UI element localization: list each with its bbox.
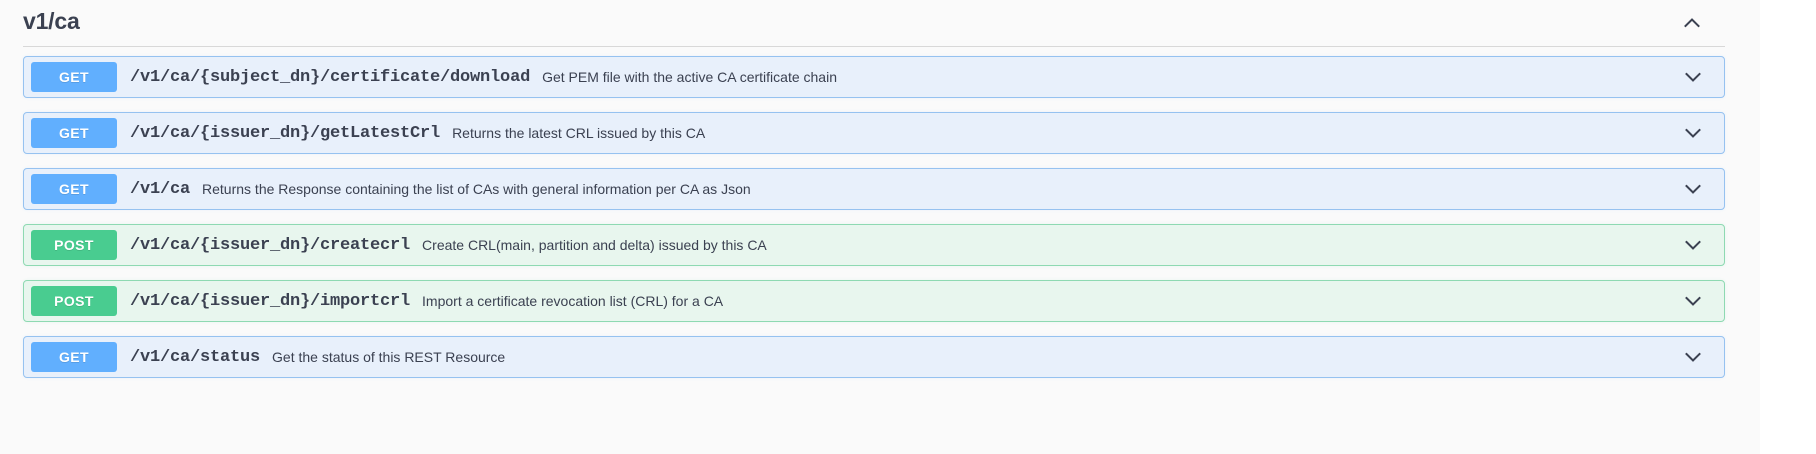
operation-description: Returns the latest CRL issued by this CA	[452, 125, 706, 141]
operation-description: Returns the Response containing the list…	[202, 181, 751, 197]
http-method-badge: GET	[31, 62, 117, 92]
operations-list: GET /v1/ca/{subject_dn}/certificate/down…	[23, 47, 1725, 378]
operation-path: /v1/ca/{issuer_dn}/importcrl	[130, 291, 411, 311]
operation-summary[interactable]: POST /v1/ca/{issuer_dn}/createcrl Create…	[24, 230, 1724, 260]
operation-summary[interactable]: POST /v1/ca/{issuer_dn}/importcrl Import…	[24, 286, 1724, 316]
operation-row-get-1[interactable]: GET /v1/ca/{issuer_dn}/getLatestCrl Retu…	[23, 112, 1725, 154]
chevron-down-icon[interactable]	[1682, 290, 1704, 312]
operation-summary[interactable]: GET /v1/ca/{subject_dn}/certificate/down…	[24, 62, 1724, 92]
http-method-badge: POST	[31, 286, 117, 316]
opblock-tag-section: v1/ca GET /v1/ca/{subject_dn}/certificat…	[23, 0, 1725, 392]
section-header-v1-ca[interactable]: v1/ca	[23, 0, 1725, 47]
operation-path: /v1/ca/{issuer_dn}/getLatestCrl	[130, 123, 441, 143]
operation-description: Create CRL(main, partition and delta) is…	[422, 237, 767, 253]
chevron-down-icon[interactable]	[1682, 178, 1704, 200]
chevron-down-icon[interactable]	[1682, 122, 1704, 144]
operation-summary[interactable]: GET /v1/ca/status Get the status of this…	[24, 342, 1724, 372]
operation-summary[interactable]: GET /v1/ca Returns the Response containi…	[24, 174, 1724, 204]
http-method-badge: GET	[31, 342, 117, 372]
operation-row-post-3[interactable]: POST /v1/ca/{issuer_dn}/createcrl Create…	[23, 224, 1725, 266]
operation-path: /v1/ca/status	[130, 347, 261, 367]
operation-path: /v1/ca/{subject_dn}/certificate/download	[130, 67, 531, 87]
chevron-down-icon[interactable]	[1682, 66, 1704, 88]
http-method-badge: GET	[31, 174, 117, 204]
http-method-badge: GET	[31, 118, 117, 148]
operation-path: /v1/ca/{issuer_dn}/createcrl	[130, 235, 411, 255]
operation-description: Get the status of this REST Resource	[272, 349, 506, 365]
chevron-up-icon[interactable]	[1681, 12, 1703, 34]
operation-description: Get PEM file with the active CA certific…	[542, 69, 837, 85]
operation-description: Import a certificate revocation list (CR…	[422, 293, 724, 309]
operation-row-get-2[interactable]: GET /v1/ca Returns the Response containi…	[23, 168, 1725, 210]
operation-row-get-5[interactable]: GET /v1/ca/status Get the status of this…	[23, 336, 1725, 378]
http-method-badge: POST	[31, 230, 117, 260]
operation-path: /v1/ca	[130, 179, 191, 199]
operation-row-post-4[interactable]: POST /v1/ca/{issuer_dn}/importcrl Import…	[23, 280, 1725, 322]
chevron-down-icon[interactable]	[1682, 346, 1704, 368]
operation-row-get-0[interactable]: GET /v1/ca/{subject_dn}/certificate/down…	[23, 56, 1725, 98]
chevron-down-icon[interactable]	[1682, 234, 1704, 256]
operation-summary[interactable]: GET /v1/ca/{issuer_dn}/getLatestCrl Retu…	[24, 118, 1724, 148]
page-title: v1/ca	[23, 8, 80, 34]
